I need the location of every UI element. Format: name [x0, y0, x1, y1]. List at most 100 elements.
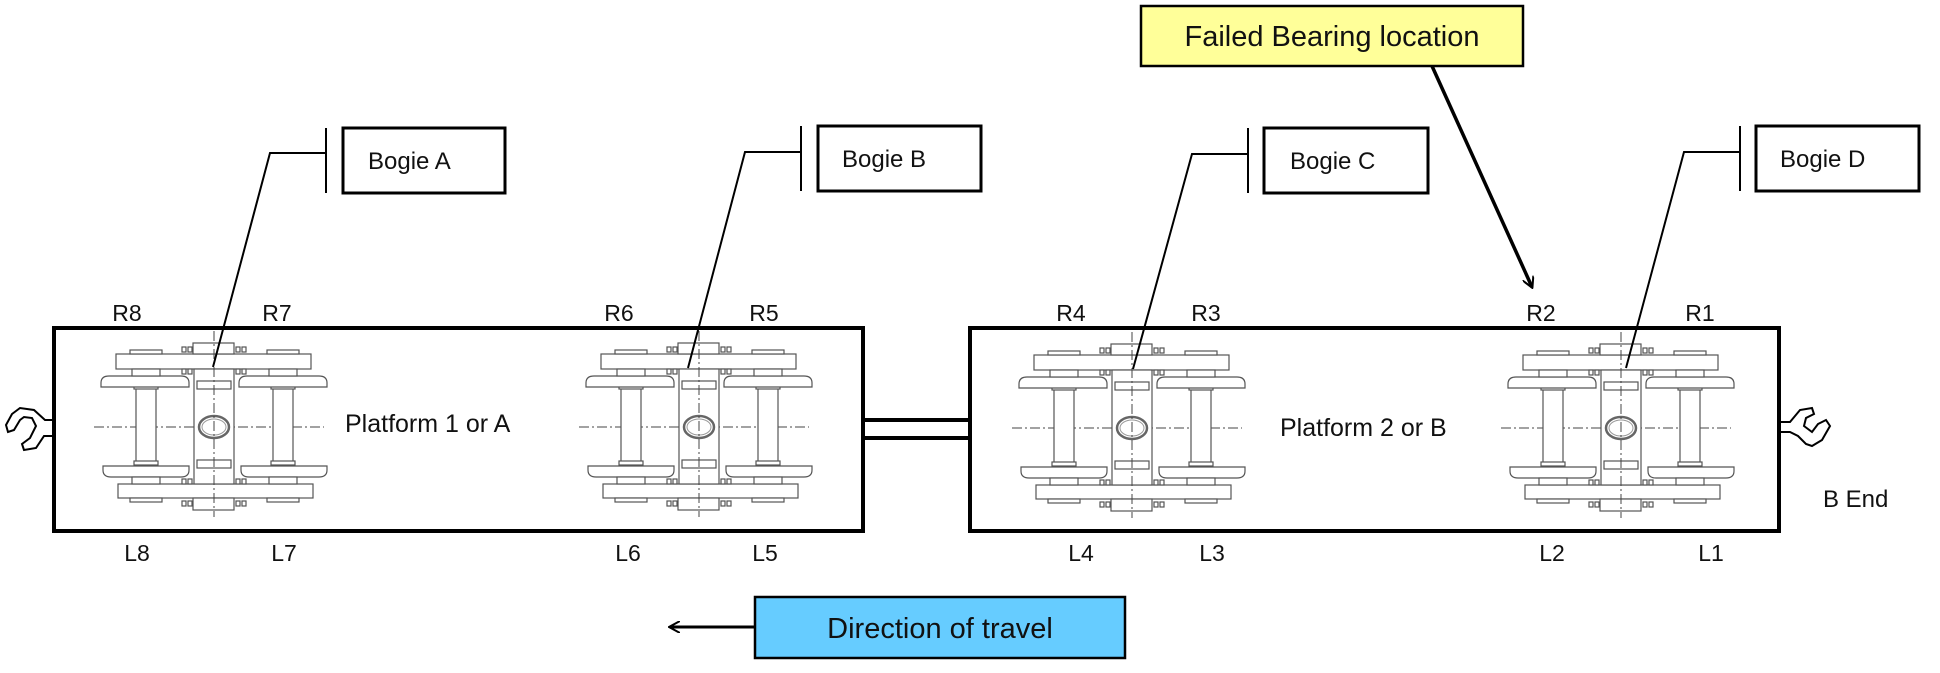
bogie-icon[interactable] [579, 331, 813, 517]
axle [1053, 387, 1075, 464]
bogie-icon[interactable] [1501, 332, 1735, 518]
axle-collar [1188, 461, 1214, 467]
lug [181, 500, 187, 507]
wheel-label-R4: R4 [1056, 300, 1086, 326]
bearing-cap [1047, 498, 1081, 504]
bearing-hub [268, 476, 298, 485]
bearing-cap [1047, 350, 1081, 356]
wheel-label-R3: R3 [1191, 300, 1220, 326]
lug [1594, 501, 1600, 508]
wheel-bottom [1647, 466, 1735, 479]
coupler-icon [1781, 406, 1832, 448]
lug [1153, 347, 1159, 354]
bogie-icon[interactable] [94, 331, 328, 517]
lug [241, 500, 247, 507]
lug [1642, 369, 1648, 376]
lug [181, 346, 187, 353]
bearing-hub [1675, 369, 1705, 378]
wheel-top [723, 375, 813, 388]
axle-collar [618, 460, 644, 466]
wheel-bottom [725, 465, 813, 478]
leader-line [1132, 153, 1248, 370]
bogie-callouts: Bogie A Bogie B Bogie C Bogie D [212, 124, 1921, 370]
bearing-hub [753, 368, 783, 377]
wheel-label-L4: L4 [1068, 540, 1094, 566]
bearing-hub [1186, 477, 1216, 486]
lug [666, 368, 672, 375]
lug [1594, 369, 1600, 376]
failed-bearing-box[interactable] [1139, 4, 1525, 68]
bearing-hub [1538, 477, 1568, 486]
bearing-hub [1538, 369, 1568, 378]
lug [187, 500, 193, 507]
bogie-label-box[interactable] [1262, 126, 1430, 195]
bogie-label: Bogie B [842, 146, 926, 173]
failed-bearing-arrow [1430, 65, 1532, 287]
wheel-label-L3: L3 [1199, 540, 1225, 566]
lug [235, 368, 241, 375]
bogie-icon[interactable] [1012, 332, 1246, 518]
side-frame-bottom [602, 483, 799, 499]
bogie-callout-D: Bogie D [1625, 124, 1921, 369]
lug [1642, 501, 1648, 508]
lug [726, 500, 732, 507]
bearing-cap [614, 497, 648, 503]
direction-box[interactable] [753, 595, 1127, 660]
bearing-cap [266, 349, 300, 355]
lug [181, 478, 187, 485]
wheel-label-L7: L7 [271, 540, 297, 566]
lug [1594, 479, 1600, 486]
axle [135, 386, 157, 463]
side-frame-bottom [117, 483, 314, 499]
lug [1648, 501, 1654, 508]
lug [1594, 347, 1600, 354]
wheel-label-R5: R5 [749, 300, 778, 326]
wheel-top [1018, 376, 1108, 389]
bearing-cap [751, 349, 785, 355]
wheel-top [1507, 376, 1597, 389]
wheel-label-R8: R8 [112, 300, 141, 326]
wheel-labels: R8 R7 R6 R5 R4 R3 R2 R1 L8 L7 L6 L5 L4 L… [112, 300, 1724, 566]
bearing-hub [131, 476, 161, 485]
wheel-top [585, 375, 675, 388]
lug [1099, 501, 1105, 508]
bogie-label-box[interactable] [1754, 124, 1921, 193]
bogie-label: Bogie D [1780, 146, 1865, 173]
wheel-label-R2: R2 [1526, 300, 1555, 326]
axle [757, 386, 779, 463]
bearing-hub [1186, 369, 1216, 378]
side-frame-bottom [1524, 484, 1721, 500]
bogie-label: Bogie C [1290, 148, 1375, 175]
wheel-label-L5: L5 [752, 540, 778, 566]
wheel-bottom [102, 465, 190, 478]
lug [720, 500, 726, 507]
axle-collar [755, 460, 781, 466]
bearing-cap [129, 497, 163, 503]
bogie-callout-A: Bogie A [212, 126, 507, 368]
lug [1105, 369, 1111, 376]
bogie-label-box[interactable] [341, 126, 507, 195]
platform-2-label: Platform 2 or B [1280, 414, 1447, 442]
lug [1648, 347, 1654, 354]
axle [272, 386, 294, 463]
lug [1153, 479, 1159, 486]
wheel-label-R6: R6 [604, 300, 633, 326]
lug [726, 368, 732, 375]
lug [720, 368, 726, 375]
bearing-cap [266, 497, 300, 503]
axle [620, 386, 642, 463]
bogie-label-box[interactable] [816, 124, 983, 193]
bearing-hub [1675, 477, 1705, 486]
lug [1159, 479, 1165, 486]
platform-1-label: Platform 1 or A [345, 410, 511, 438]
lug [1105, 501, 1111, 508]
lug [1099, 479, 1105, 486]
bearing-cap [1184, 498, 1218, 504]
lug [1099, 347, 1105, 354]
wheel-bottom [1509, 466, 1597, 479]
lug [672, 478, 678, 485]
lug [726, 478, 732, 485]
bearing-hub [131, 368, 161, 377]
lug [187, 346, 193, 353]
lug [1588, 369, 1594, 376]
